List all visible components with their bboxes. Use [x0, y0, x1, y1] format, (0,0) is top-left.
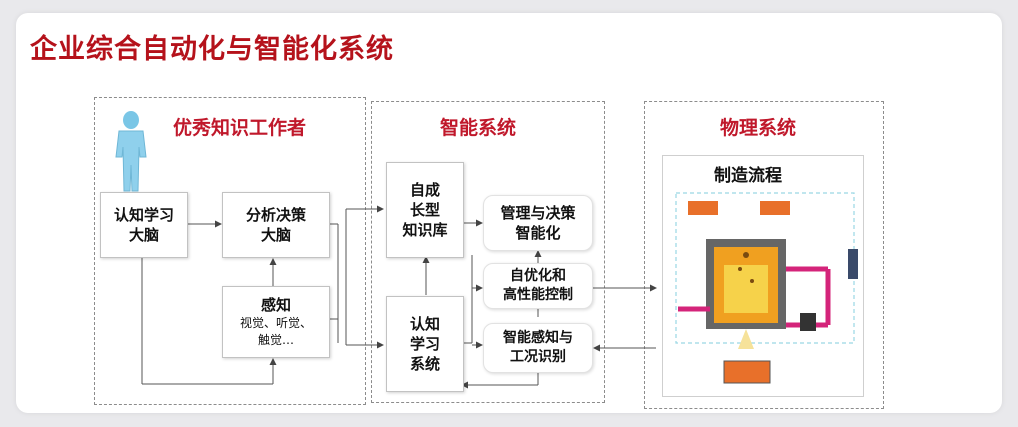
physical-panel [644, 101, 884, 409]
management-decision-box: 管理与决策 智能化 [483, 195, 593, 251]
learning-system-line-1: 认知 [409, 315, 440, 333]
cognitive-brain-line-1: 认知学习 [113, 206, 174, 224]
perception-title: 感知 [260, 296, 291, 314]
perception-line-2: 视觉、听觉、 [239, 316, 312, 330]
knowledge-base-line-1: 自成 [409, 181, 440, 199]
cognitive-learning-brain-box: 认知学习 大脑 [100, 192, 188, 258]
furnace-illustration [675, 192, 858, 384]
optimization-line-1: 自优化和 [510, 268, 566, 284]
worker-panel [94, 97, 366, 405]
process-title: 制造流程 [714, 166, 782, 186]
person-icon [115, 111, 147, 192]
knowledge-base-line-3: 知识库 [402, 221, 448, 239]
perception-line-3: 触觉… [257, 333, 294, 347]
physical-panel-title: 物理系统 [720, 117, 797, 139]
optimization-line-2: 高性能控制 [503, 287, 573, 303]
knowledge-base-line-2: 长型 [409, 201, 440, 219]
perception-box: 感知 视觉、听觉、 触觉… [222, 286, 330, 358]
smart-panel-title: 智能系统 [440, 117, 517, 139]
connector-lines [141, 205, 657, 389]
learning-system-line-2: 学习 [409, 335, 440, 353]
optimization-control-box: 自优化和 高性能控制 [483, 263, 593, 309]
sensing-recognition-box: 智能感知与 工况识别 [483, 323, 593, 373]
slide-card: 企业综合自动化与智能化系统 优秀知识工作者 智能系统 物理系统 [16, 13, 1002, 413]
cognitive-brain-line-2: 大脑 [128, 226, 159, 244]
learning-system-box: 认知 学习 系统 [386, 296, 464, 392]
management-line-1: 管理与决策 [500, 204, 576, 222]
decision-brain-line-2: 大脑 [260, 226, 291, 244]
sensing-line-1: 智能感知与 [503, 330, 573, 346]
decision-brain-line-1: 分析决策 [245, 206, 306, 224]
sensing-line-2: 工况识别 [510, 349, 566, 365]
smart-panel [371, 101, 605, 403]
learning-system-line-3: 系统 [409, 355, 440, 373]
slide-title: 企业综合自动化与智能化系统 [30, 34, 394, 65]
worker-panel-title: 优秀知识工作者 [173, 117, 307, 139]
analysis-decision-brain-box: 分析决策 大脑 [222, 192, 330, 258]
management-line-2: 智能化 [515, 224, 561, 242]
knowledge-base-box: 自成 长型 知识库 [386, 162, 464, 258]
